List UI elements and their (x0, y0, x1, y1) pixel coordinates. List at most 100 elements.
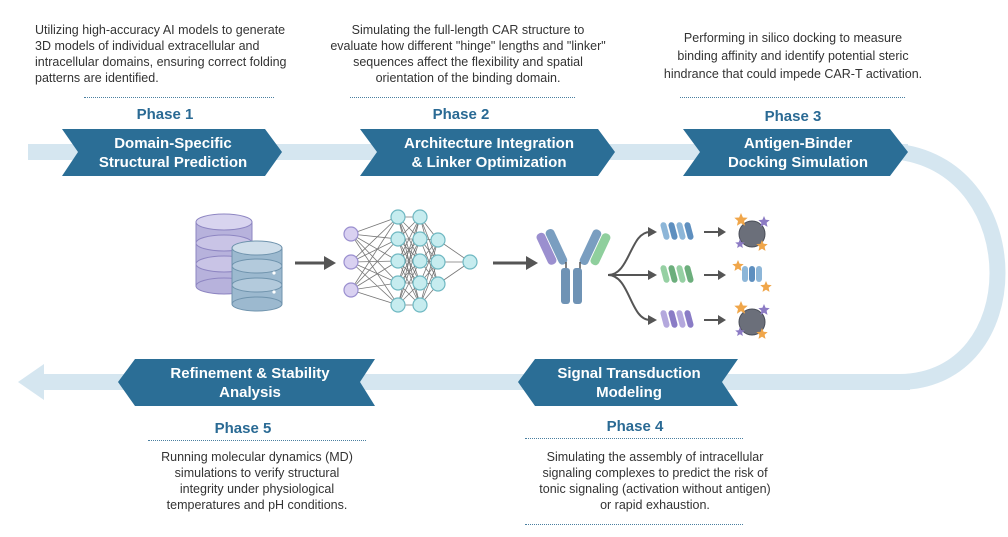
antigen-cell-icon (738, 220, 766, 248)
antibody-icon (536, 228, 611, 304)
nn-node (390, 253, 406, 269)
nn-node (343, 282, 359, 298)
nn-node (430, 276, 446, 292)
helix (742, 266, 748, 282)
desc-line: or rapid exhaustion. (600, 498, 710, 512)
desc-line: Simulating the assembly of intracellular (546, 450, 764, 464)
nn-edge (397, 216, 421, 262)
helix (660, 222, 670, 240)
nn-node (412, 275, 428, 291)
star-icon (758, 216, 770, 227)
desc-line: signaling complexes to predict the risk … (542, 466, 768, 480)
title-line: Modeling (596, 383, 662, 401)
star-icon (735, 239, 745, 248)
desc-line: temperatures and pH conditions. (166, 498, 348, 512)
star-icon (760, 281, 772, 292)
title-line: Antigen-Binder (743, 134, 853, 152)
phase-2-label: Phase 2 (432, 106, 490, 123)
star-icon (756, 328, 768, 339)
phase-1-banner (62, 129, 282, 176)
helix (684, 265, 694, 283)
nn-edge (350, 238, 399, 263)
title-line: Domain-Specific (114, 134, 232, 152)
nn-edge (397, 260, 421, 306)
nn-edge (350, 216, 399, 235)
title-line: Structural Prediction (98, 153, 248, 171)
title-line: Analysis (219, 383, 281, 401)
title-line: Signal Transduction (557, 364, 701, 382)
arrow-head (718, 270, 726, 280)
desc-line: patterns are identified. (35, 71, 159, 85)
phase-5-description: Running molecular dynamics (MD) simulati… (122, 449, 392, 513)
phase-3-banner (683, 129, 908, 176)
desc-line: binding affinity and identify potential … (677, 49, 909, 63)
nn-edge (350, 261, 399, 284)
nn-node (412, 231, 428, 247)
desc-line: Utilizing high-accuracy AI models to gen… (35, 23, 286, 37)
phase-3-label: Phase 3 (764, 108, 822, 125)
star-icon (735, 327, 745, 336)
nn-node (412, 253, 428, 269)
desc-line: intracellular domains, ensuring correct … (35, 55, 287, 69)
desc-line: Simulating the full-length CAR structure… (351, 23, 585, 37)
nn-node (390, 231, 406, 247)
divider (84, 97, 274, 98)
phase-2-title: Architecture Integration& Linker Optimiz… (377, 131, 601, 174)
nn-edge (419, 239, 439, 284)
arrow-right-icon (295, 256, 336, 270)
desc-line: evaluate how different "hinge" lengths a… (330, 39, 606, 53)
desc-line: tonic signaling (activation without anti… (539, 482, 771, 496)
nn-node (343, 254, 359, 270)
nn-node (343, 226, 359, 242)
title-line: & Linker Optimization (411, 153, 567, 171)
desc-line: integrity under physiological (179, 482, 335, 496)
desc-line: Running molecular dynamics (MD) (161, 450, 353, 464)
desc-line: simulations to verify structural (174, 466, 340, 480)
star-icon (758, 304, 770, 315)
arrow-head (718, 315, 726, 325)
phase-4-banner (518, 359, 738, 406)
helix (676, 265, 686, 283)
helix (668, 265, 678, 283)
nn-node (412, 209, 428, 225)
nn-edge (350, 260, 399, 291)
nn-edge (350, 233, 399, 306)
neural-network-icon (343, 209, 478, 313)
title-line: Refinement & Stability (170, 364, 330, 382)
nn-node (430, 254, 446, 270)
phase-3-description: Performing in silico docking to measure … (648, 29, 938, 83)
nn-edge (350, 238, 399, 291)
helix (756, 266, 762, 282)
helix (660, 265, 670, 283)
nn-edge (350, 261, 399, 306)
phase-4-description: Simulating the assembly of intracellular… (505, 449, 805, 513)
star-icon (732, 260, 744, 271)
nn-edge (350, 216, 399, 263)
phase-5-label: Phase 5 (214, 420, 272, 437)
nn-edge (397, 216, 421, 284)
star-icon (756, 240, 768, 251)
nn-edge (397, 216, 421, 306)
phase-5-banner (118, 359, 375, 406)
divider (350, 97, 575, 98)
flow-arrow-head-icon (18, 364, 44, 400)
nn-edge (397, 238, 421, 306)
desc-line: sequences affect the flexibility and spa… (353, 55, 583, 69)
divider (525, 524, 743, 525)
phase-4-label: Phase 4 (606, 418, 664, 435)
protein-docking-icon (660, 213, 772, 339)
divider (680, 97, 905, 98)
helix (668, 222, 678, 240)
desc-line: hindrance that could impede CAR-T activa… (663, 67, 923, 81)
nn-node (390, 297, 406, 313)
nn-node (390, 209, 406, 225)
helix (749, 266, 755, 282)
phase-2-description: Simulating the full-length CAR structure… (318, 22, 618, 86)
nn-edge (350, 289, 399, 306)
helix (684, 222, 694, 240)
helix (676, 310, 686, 328)
star-icon (734, 301, 748, 314)
